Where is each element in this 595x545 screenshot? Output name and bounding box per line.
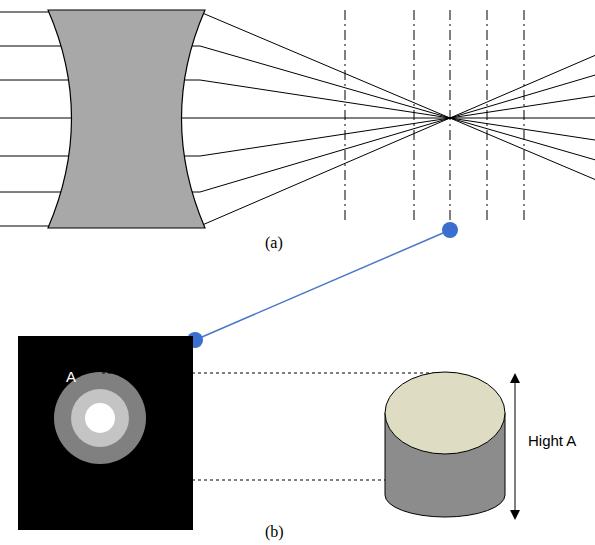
panel-label: (a) [265, 234, 283, 251]
dimension-label: A [66, 368, 76, 385]
image-square [18, 336, 193, 530]
concave-lens [48, 10, 205, 228]
label-holder: (b) [265, 523, 284, 541]
link-line [195, 230, 450, 340]
label-holder: A [66, 368, 76, 386]
link-dot [442, 222, 458, 238]
focal-planes [345, 10, 524, 222]
outer-ring [54, 372, 146, 464]
height-arrow [515, 378, 516, 515]
inner-spot [85, 403, 115, 433]
dimension-label: Hight A [528, 432, 576, 449]
label-holder: Hight A [528, 432, 576, 450]
panel-label: (b) [265, 523, 284, 540]
middle-ring [71, 389, 129, 447]
cylinder-top [385, 372, 505, 454]
label-holder: (a) [265, 234, 283, 252]
